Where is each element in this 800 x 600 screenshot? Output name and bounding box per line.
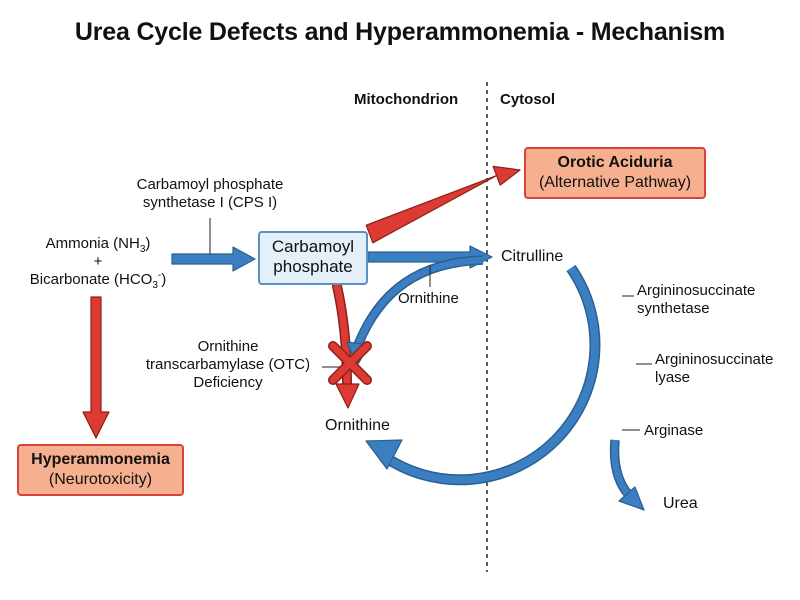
- plus-sign: +: [93, 253, 103, 270]
- orotic-pathway-arrow: [365, 165, 521, 244]
- carbamoyl-phosphate-box: Carbamoyl phosphate: [258, 231, 368, 285]
- ornithine-transport-label: Ornithine: [398, 290, 459, 307]
- argininosuccinate-synthetase-label: Argininosuccinate synthetase: [637, 282, 756, 317]
- page-title: Urea Cycle Defects and Hyperammonemia - …: [74, 18, 726, 46]
- mitochondrion-label: Mitochondrion: [354, 91, 459, 108]
- ammonia-to-carbamoyl-arrow: [171, 246, 256, 272]
- orotic-aciduria-box: Orotic Aciduria (Alternative Pathway): [524, 147, 706, 199]
- otc-deficiency-label: Ornithine transcarbamylase (OTC) Deficie…: [145, 338, 311, 391]
- urea-label: Urea: [663, 495, 698, 512]
- otc-deficiency-block-icon: [328, 341, 372, 385]
- bicarbonate-label: Bicarbonate (HCO3-): [29, 270, 167, 291]
- arginase-label: Arginase: [644, 422, 704, 439]
- cps1-label: Carbamoyl phosphate synthetase I (CPS I): [136, 176, 284, 211]
- citrulline-label: Citrulline: [501, 248, 564, 265]
- hyperammonemia-box: Hyperammonemia (Neurotoxicity): [17, 444, 184, 496]
- ornithine-label: Ornithine: [325, 417, 390, 434]
- ammonia-label: Ammonia (NH3): [45, 235, 151, 255]
- hyperammonemia-arrow: [82, 296, 110, 439]
- cytosol-label: Cytosol: [500, 91, 556, 108]
- substrates-label: Ammonia (NH3) + Bicarbonate (HCO3-): [14, 235, 182, 291]
- argininosuccinate-lyase-label: Argininosuccinate lyase: [655, 351, 774, 386]
